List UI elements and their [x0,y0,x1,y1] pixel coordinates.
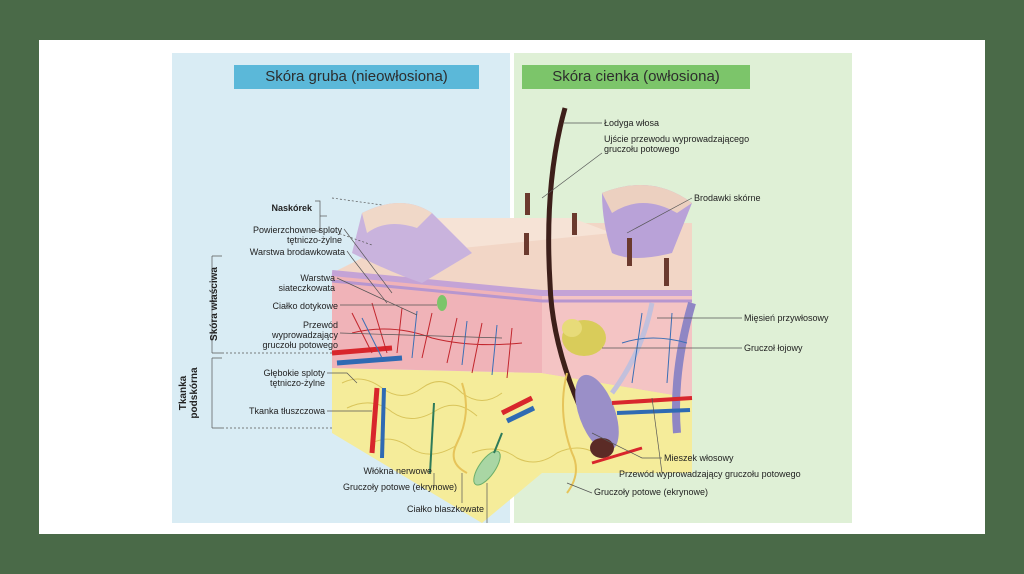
label-mieszek: Mieszek włosowy [664,453,734,463]
leader-lines-left [211,197,503,523]
label-tkanka-tluszczowa: Tkanka tłuszczowa [248,406,325,416]
tactile-corpuscle [437,295,447,311]
label-gruczol-lojowy: Gruczoł łojowy [744,343,803,353]
label-skora-wlasciwa: Skóra właściwa [209,267,220,341]
label-sploty-powierzchowne: Powierzchowne sploty tętniczo-żylne [252,225,342,245]
label-sploty-glebokie: Głębokie sploty tętniczo-żylne [263,368,325,388]
sweat-duct-left [452,382,468,474]
title-thin-skin: Skóra cienka (owłosiona) [522,65,750,89]
lamellar-corpuscle [473,450,501,486]
label-gruczoly-potowe-left: Gruczoły potowe (ekrynowe) [342,482,457,492]
label-wlokna-nerwowe: Włókna nerwowe [363,466,432,476]
label-przewod: Przewód wyprowadzający gruczołu potowego [262,320,338,350]
label-warstwa-brodawkowata: Warstwa brodawkowata [249,247,345,257]
label-cialko-dotykowe: Ciałko dotykowe [272,301,338,311]
label-cialko-blaszkowate: Ciałko blaszkowate [406,504,484,514]
nerve-fiber [429,402,435,474]
label-warstwa-siateczkowata: Warstwa siateczkowata [278,273,335,293]
title-thick-skin: Skóra gruba (nieowłosiona) [234,65,479,89]
skin-illustration [211,107,742,523]
label-brodawki-skorne: Brodawki skórne [694,193,761,203]
label-przewod-right: Przewód wyprowadzający gruczołu potowego [619,469,801,479]
label-naskorek: Naskórek [271,203,312,213]
label-tkanka-podskorna: Tkanka podskórna [178,367,200,419]
leader-lines-right [541,122,742,494]
label-lodyga-wlosa: Łodyga włosa [604,118,660,128]
label-miesien: Mięsień przywłosowy [744,313,829,323]
slide: Skóra gruba (nieowłosiona) Skóra cienka … [39,40,985,534]
hair-shaft [546,107,595,435]
sweat-duct-right [562,372,577,494]
hair-follicle [575,374,619,452]
label-ujscie: Ujście przewodu wyprowadzającego gruczoł… [604,134,750,154]
label-gruczoly-potowe-right: Gruczoły potowe (ekrynowe) [594,487,709,497]
skin-diagram: Skóra gruba (nieowłosiona) Skóra cienka … [172,53,852,523]
